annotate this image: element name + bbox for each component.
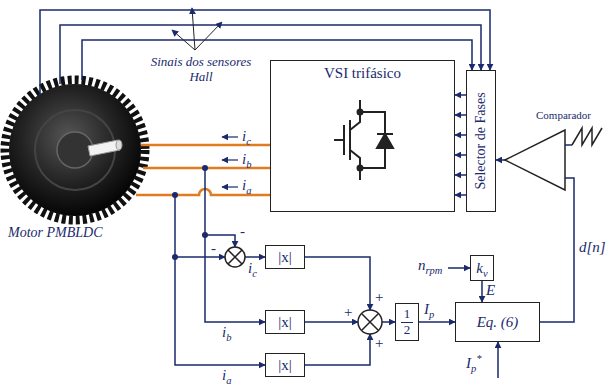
comparator-label: Comparador (536, 110, 591, 121)
abs-box: |x| (265, 245, 305, 269)
node-text: 2 (401, 323, 414, 337)
gain-box: kv (470, 255, 494, 281)
hall-sensor-wires (40, 10, 490, 95)
sign-label: - (211, 241, 216, 256)
current-label: ib (222, 325, 231, 340)
signal-label: nrpm (418, 258, 442, 273)
motor-illustration (5, 80, 145, 220)
node-text: |x| (278, 249, 292, 266)
current-arrows (222, 137, 238, 187)
current-label: ia (242, 178, 251, 193)
abs-box: |x| (265, 310, 305, 334)
node-text: |x| (278, 357, 292, 374)
node-text: Eq. (6) (477, 314, 519, 331)
inverter-box: VSI trifásico (270, 60, 455, 212)
node-text: Selector de Fases (473, 92, 488, 189)
node-text: |x| (278, 314, 292, 331)
abs-box: |x| (265, 353, 305, 377)
edge-label: E (486, 283, 495, 298)
sign-label: + (344, 305, 352, 320)
selector-box: Selector de Fases (466, 70, 496, 212)
node-text: 1 (401, 307, 414, 322)
connector (482, 281, 483, 302)
measurement-wires (175, 145, 574, 378)
node-text: kv (476, 260, 487, 277)
edge-label: Ip (424, 302, 434, 317)
signal-label: Ip* (466, 356, 482, 371)
connector (455, 95, 466, 195)
gain-box: 12 (395, 303, 419, 341)
signal-label: d[n] (579, 240, 606, 255)
phase-wires (136, 145, 270, 195)
current-label: ic (248, 261, 257, 276)
sign-label: + (375, 336, 383, 351)
sign-label: - (240, 224, 245, 239)
annotation: Sinais dos sensores Hall (146, 55, 256, 85)
sign-label: + (375, 290, 383, 305)
current-label: ia (222, 368, 231, 383)
comparator-symbol (505, 128, 602, 190)
junction-dots (172, 165, 208, 260)
connector (419, 322, 455, 323)
node-text: VSI trifásico (324, 65, 401, 82)
current-label: ib (242, 152, 251, 167)
pointer-arrows (172, 8, 222, 50)
equation-box: Eq. (6) (455, 302, 540, 342)
current-label: ic (242, 129, 251, 144)
motor-label: Motor PMBLDC (8, 226, 103, 240)
igbt-symbol (334, 100, 393, 180)
